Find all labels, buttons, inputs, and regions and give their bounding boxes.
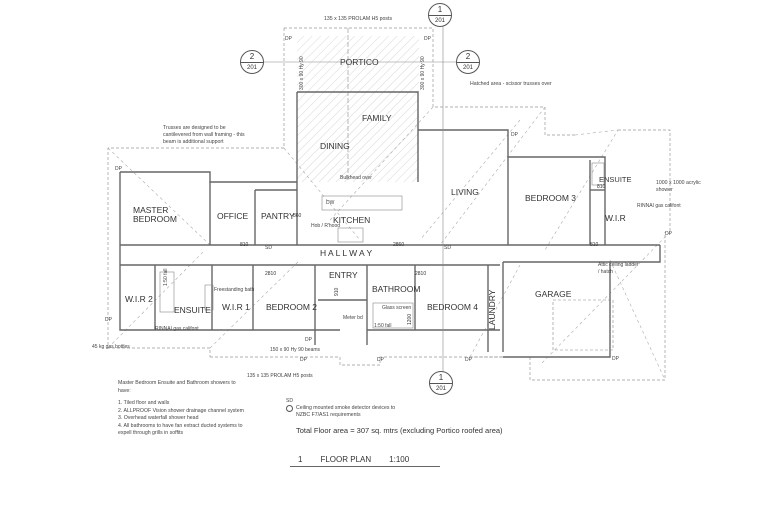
smoke-detector-label: SD bbox=[265, 245, 272, 251]
note-post-left: 300 x 90 Hy 90 bbox=[299, 56, 305, 90]
note-rinnai-right: RINNAI gas califont bbox=[637, 203, 681, 209]
drawing-name: FLOOR PLAN bbox=[320, 455, 372, 464]
dimension: 860 bbox=[293, 213, 302, 219]
smoke-detector-label: SD bbox=[444, 245, 451, 251]
walls bbox=[119, 91, 661, 358]
room-entry: ENTRY bbox=[329, 270, 358, 280]
dimension: 810 bbox=[240, 242, 249, 248]
note-hob: Hob / R'hood bbox=[311, 223, 341, 229]
downpipe-label: DP bbox=[305, 337, 312, 343]
room-dining: DINING bbox=[320, 141, 350, 151]
dimension: 1200 bbox=[407, 313, 413, 325]
room-ensuite-bedroom-3: ENSUITE bbox=[599, 175, 632, 184]
section-number: 2 bbox=[457, 51, 479, 63]
note-fall-ensuite: 1:50 fall bbox=[163, 268, 169, 286]
room-bathroom: BATHROOM bbox=[372, 284, 421, 294]
room-kitchen: KITCHEN bbox=[333, 215, 371, 225]
shower-notes-heading: Master Bedroom Ensuite and Bathroom show… bbox=[118, 380, 236, 394]
downpipe-label: DP bbox=[285, 36, 292, 42]
note-rinnai-left: RINNAI gas califont bbox=[155, 326, 199, 332]
room-wir-bedroom-3: W.I.R bbox=[605, 213, 626, 223]
smoke-legend-text: Ceiling mounted smoke detector devices t… bbox=[296, 405, 396, 419]
sheet-number: 201 bbox=[435, 386, 446, 392]
note-dishwasher: DW bbox=[326, 200, 335, 206]
room-laundry: LAUNDRY bbox=[487, 289, 497, 330]
room-family: FAMILY bbox=[362, 113, 392, 123]
room-bedroom-2: BEDROOM 2 bbox=[266, 302, 318, 312]
dimension: 810 bbox=[590, 242, 599, 248]
note-fall-bathroom: 1:50 fall bbox=[374, 323, 392, 329]
downpipe-label: DP bbox=[665, 231, 672, 237]
downpipe-label: DP bbox=[300, 357, 307, 363]
note-post-right: 300 x 90 Hy 90 bbox=[420, 56, 426, 90]
room-garage: GARAGE bbox=[535, 289, 572, 299]
room-ensuite: ENSUITE bbox=[174, 305, 211, 315]
dimension: 2860 bbox=[393, 242, 405, 248]
downpipe-label: DP bbox=[377, 357, 384, 363]
drawing-number: 1 bbox=[298, 455, 303, 464]
hip-lines bbox=[107, 106, 671, 381]
note-freestanding-bath: Freestanding bath bbox=[214, 287, 255, 293]
room-office: OFFICE bbox=[217, 211, 249, 221]
room-bedroom-3: BEDROOM 3 bbox=[525, 193, 577, 203]
note-posts-top: 135 x 135 PROLAM H5 posts bbox=[324, 16, 393, 22]
downpipe-label: DP bbox=[511, 132, 518, 138]
dimension: 810 bbox=[597, 184, 606, 190]
section-number: 2 bbox=[241, 51, 263, 63]
note-posts-bottom: 135 x 135 PROLAM H5 posts bbox=[247, 373, 313, 379]
note-bulkhead: Bulkhead over bbox=[340, 175, 372, 181]
note-attic-hatch: Attic ceiling ladder / hatch bbox=[598, 262, 639, 275]
room-wir-2: W.I.R 2 bbox=[125, 294, 153, 304]
downpipe-label: DP bbox=[612, 356, 619, 362]
shower-note-item: 3. Overhead waterfall shower head bbox=[118, 415, 199, 422]
downpipe-label: DP bbox=[465, 357, 472, 363]
fixtures bbox=[159, 14, 614, 385]
shower-note-item: 1. Tiled floor and walls bbox=[118, 400, 170, 407]
note-meter-board: Meter bd bbox=[343, 315, 363, 321]
drawing-title: 1 FLOOR PLAN 1:100 bbox=[298, 455, 409, 464]
sheet-number: 201 bbox=[246, 65, 257, 71]
room-living: LIVING bbox=[451, 187, 479, 197]
smoke-legend-label: SD bbox=[286, 398, 293, 404]
note-shower: 1000 x 1000 acrylic shower bbox=[656, 180, 701, 193]
note-beams: 150 x 90 Hy 90 beams bbox=[270, 347, 321, 353]
total-floor-area: Total Floor area = 307 sq. mtrs (excludi… bbox=[296, 426, 503, 435]
title-underline bbox=[290, 466, 440, 467]
smoke-detector-symbol-icon bbox=[286, 405, 293, 412]
hatched-scissor-truss-area bbox=[297, 36, 419, 182]
shower-note-item: 4. All bathrooms to have fan extract duc… bbox=[118, 422, 243, 437]
room-pantry: PANTRY bbox=[261, 211, 295, 221]
shower-note-item: 2. ALLPROOF Vision shower drainage chann… bbox=[118, 407, 244, 414]
dimension: 2810 bbox=[415, 271, 427, 277]
note-trusses: Trusses are designed to be cantilevered … bbox=[163, 125, 245, 146]
shower-notes: Master Bedroom Ensuite and Bathroom show… bbox=[118, 380, 248, 438]
room-hallway: H A L L W A Y bbox=[320, 248, 373, 258]
dimension: 2810 bbox=[265, 271, 277, 277]
room-bedroom-4: BEDROOM 4 bbox=[427, 302, 479, 312]
room-portico: PORTICO bbox=[340, 57, 379, 67]
room-master-bedroom: MASTER BEDROOM bbox=[133, 205, 177, 225]
section-number: 1 bbox=[429, 4, 451, 16]
section-number: 1 bbox=[430, 372, 452, 384]
note-gas-bottles: 45 kg gas bottles bbox=[92, 344, 130, 350]
drawing-scale: 1:100 bbox=[389, 455, 410, 464]
room-wir-1: W.I.R 1 bbox=[222, 302, 250, 312]
downpipe-label: DP bbox=[424, 36, 431, 42]
downpipe-label: DP bbox=[115, 166, 122, 172]
downpipe-label: DP bbox=[105, 317, 112, 323]
note-hatched-area: Hatched area - scissor trusses over bbox=[470, 81, 552, 87]
sheet-number: 201 bbox=[462, 65, 473, 71]
dimension: 910 bbox=[334, 287, 340, 296]
sheet-number: 201 bbox=[434, 18, 445, 24]
note-glass-screen: Glass screen bbox=[382, 305, 412, 311]
